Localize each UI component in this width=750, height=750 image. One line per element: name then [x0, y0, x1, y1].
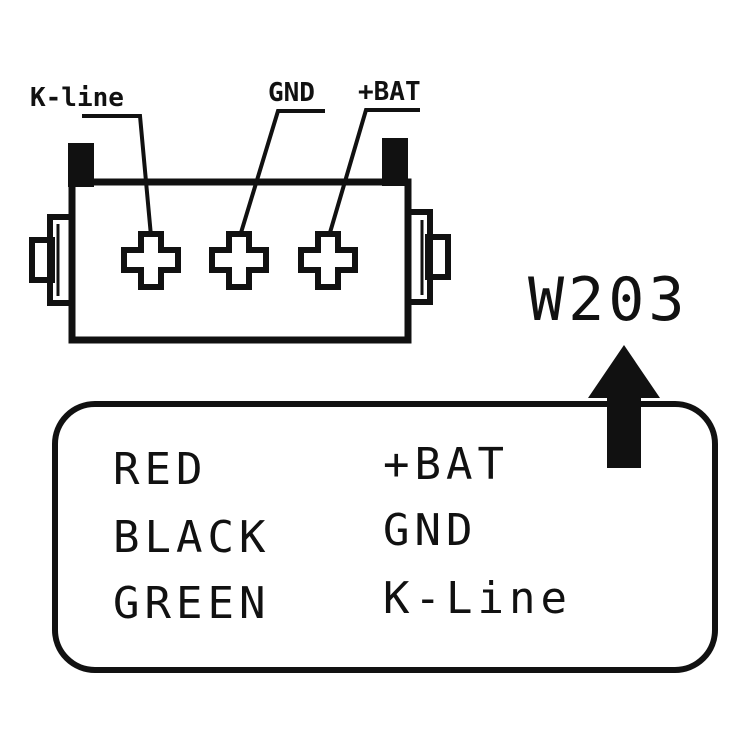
- legend-signal-bat: +BAT: [383, 439, 509, 490]
- leader-gnd: [238, 109, 325, 237]
- legend-signal-gnd: GND: [383, 505, 477, 556]
- connector-right-post: [382, 138, 408, 186]
- legend-color-green: GREEN: [113, 578, 270, 629]
- legend-color-red: RED: [113, 444, 207, 495]
- model-label: W203: [528, 265, 689, 335]
- leader-lines: [82, 108, 420, 237]
- pin-k-line: [121, 231, 181, 290]
- legend-table: RED +BAT BLACK GND GREEN K-Line: [113, 439, 572, 629]
- pin-label-bat: +BAT: [358, 77, 421, 107]
- leader-k-line: [82, 114, 153, 237]
- connector-right-latch: [405, 209, 451, 305]
- leader-bat: [327, 108, 420, 237]
- legend-box: [52, 401, 718, 673]
- connector-left-latch: [29, 214, 75, 306]
- pin-bat: [298, 231, 358, 290]
- legend-signal-k-line: K-Line: [383, 573, 572, 624]
- legend-color-black: BLACK: [113, 512, 270, 563]
- pin-label-k-line: K-line: [30, 83, 124, 113]
- pin-gnd: [209, 231, 269, 290]
- pin-label-gnd: GND: [268, 78, 315, 108]
- connector-left-post: [68, 143, 94, 187]
